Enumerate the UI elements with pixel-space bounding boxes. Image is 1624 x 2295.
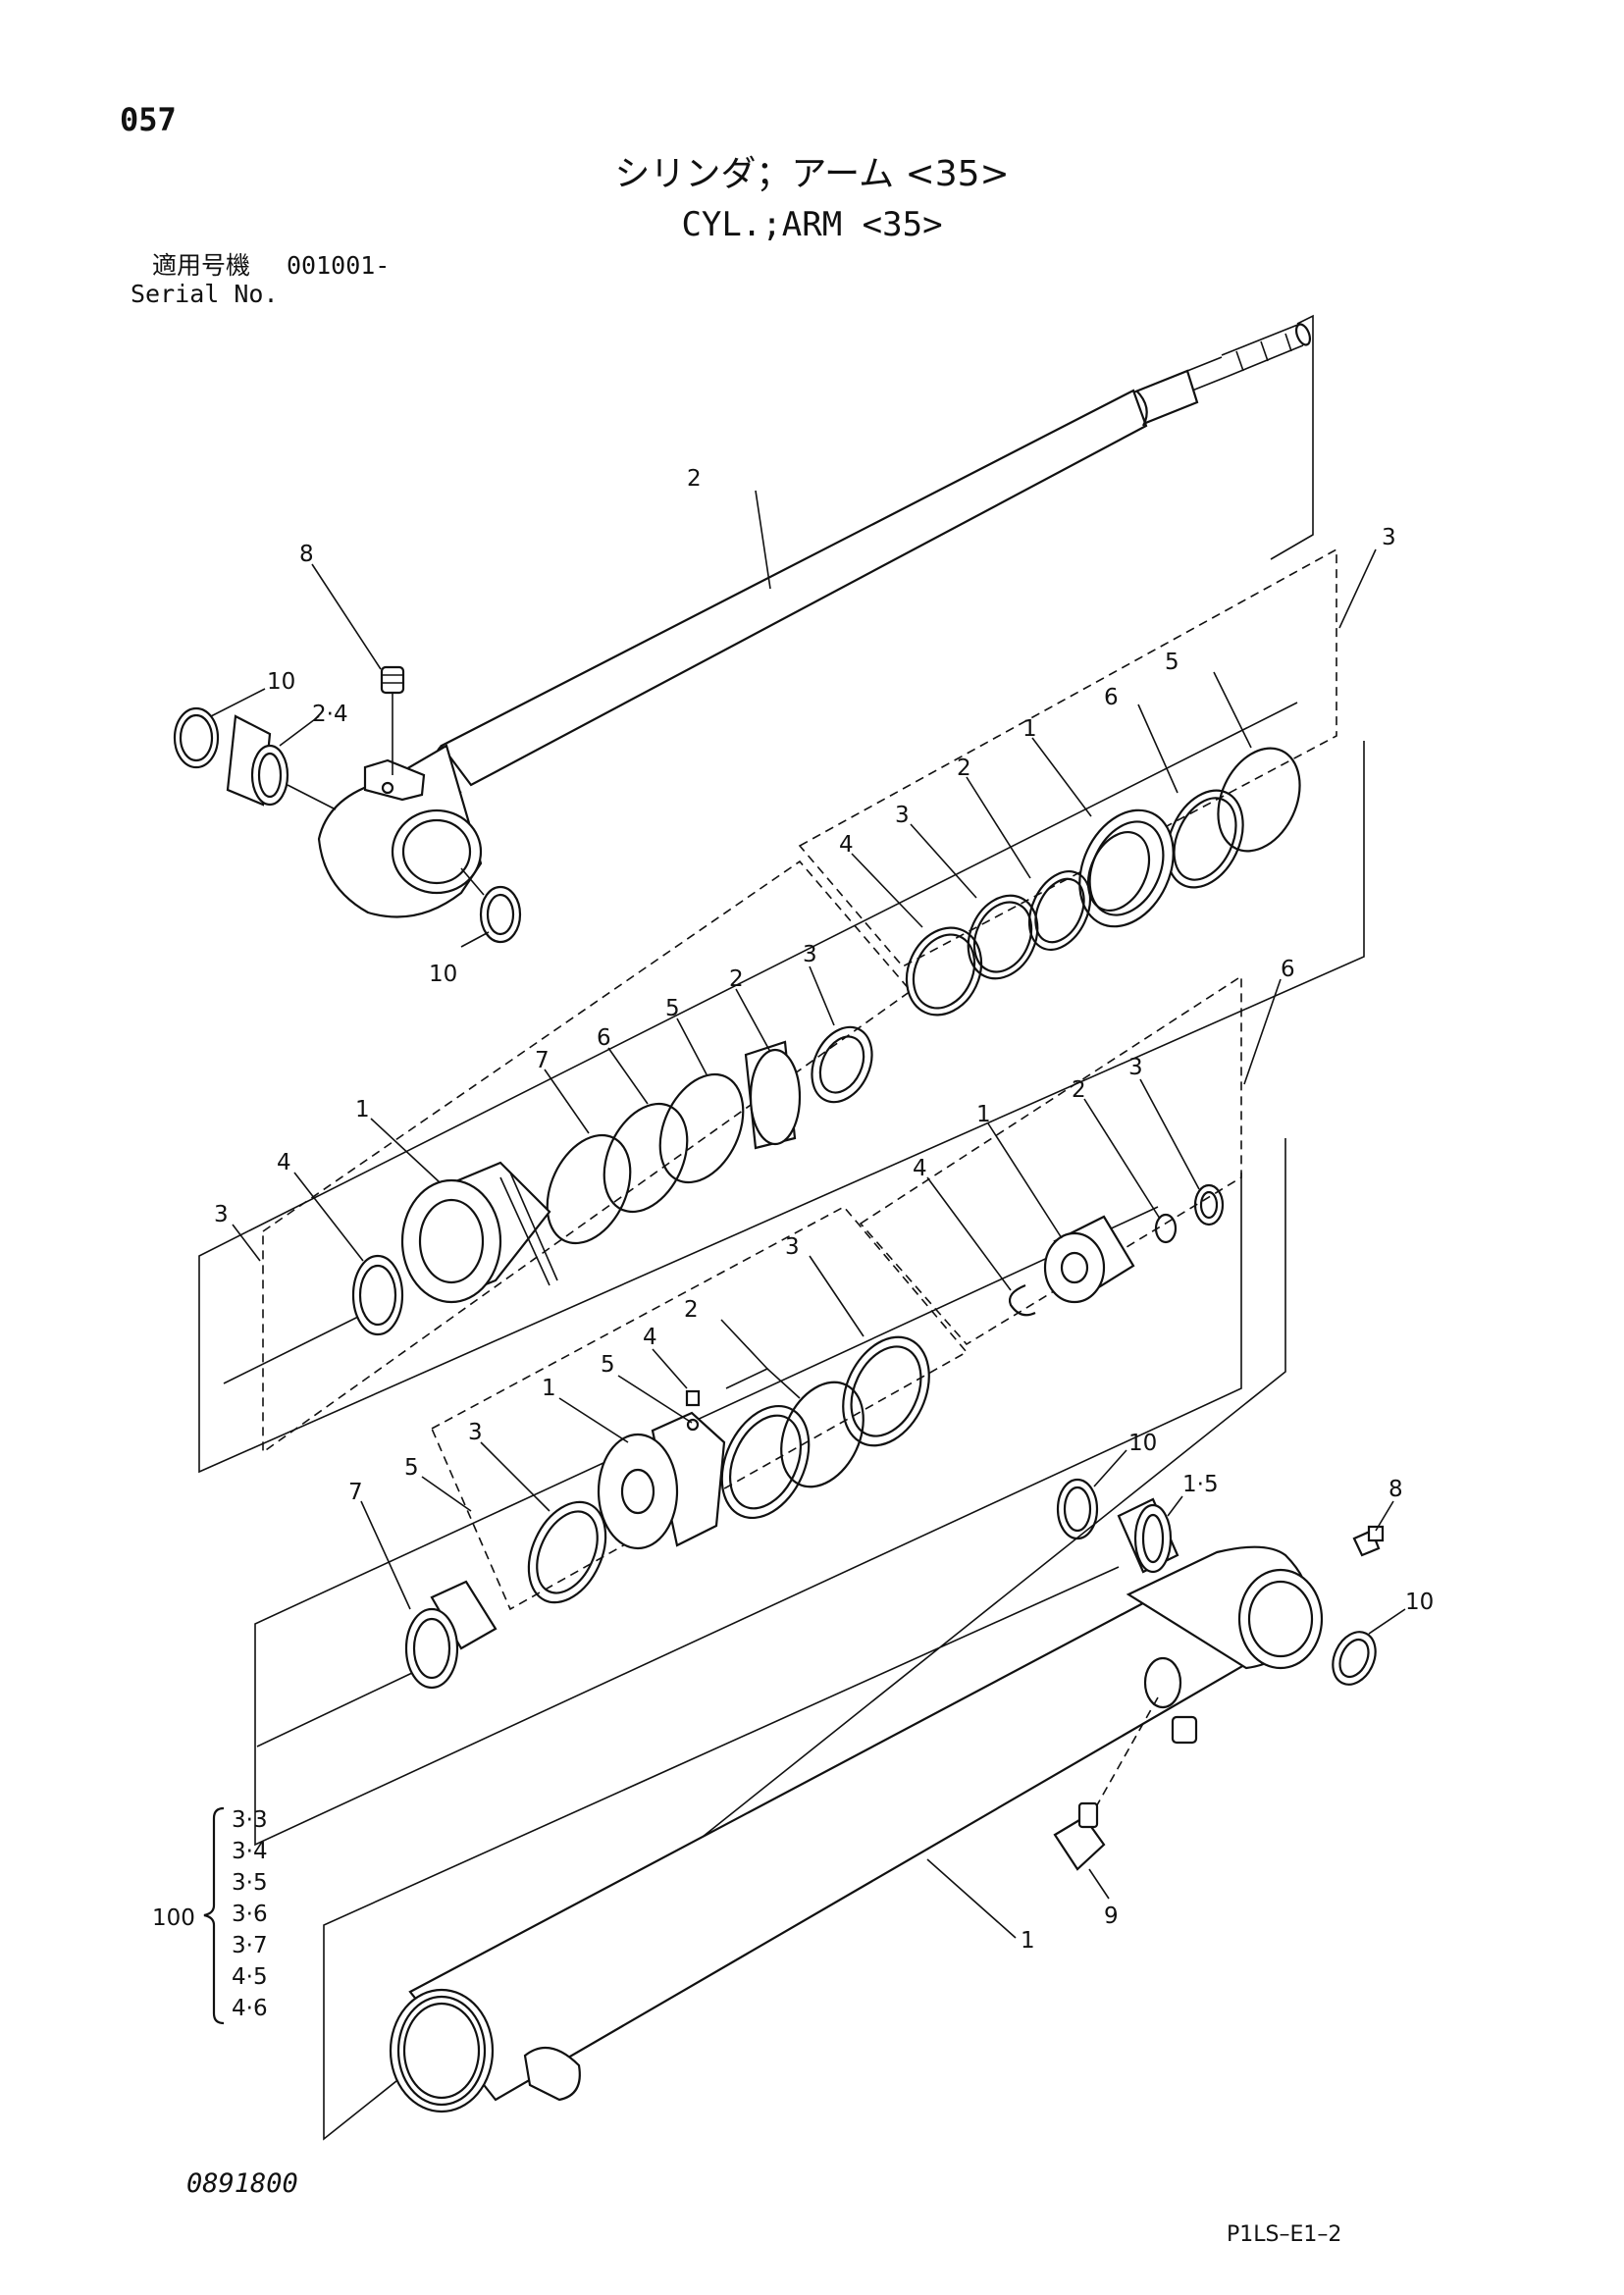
kit-item: 3·6 [232,1902,268,1927]
frame-seal-kit [254,1173,1242,1847]
callout-piston-2: 2 [957,756,971,781]
kit-number: 100 [152,1905,195,1931]
page-title-japanese: シリンダ；アーム <35> [614,154,1010,194]
serial-label-japanese: 適用号機 [152,251,251,280]
callout-rod: 2 [687,466,702,492]
callout-piston-3: 3 [895,803,910,828]
callout-seal-kit-5: 5 [601,1352,615,1378]
callout-piston-4: 4 [839,832,854,858]
callout-seal-kit-1: 1 [542,1376,556,1401]
cushion-components: 3 2 1 4 [913,1055,1225,1317]
frame-head-dashed [262,860,913,1454]
callout-rod-seal-top: 10 [267,669,295,695]
rod-eye [317,744,483,918]
wiper-ring: 7 [256,1480,498,1747]
document-number: 0891800 [186,2168,298,2199]
callout-tube-valve: 9 [1104,1904,1119,1929]
callout-piston-group: 3 [1382,525,1396,550]
callout-tube: 1 [1021,1928,1035,1954]
frame-rod [1270,314,1314,560]
kit-item: 4·5 [232,1964,268,1990]
piston-components: 5 6 1 2 3 4 [839,650,1301,1017]
kit-item: 3·7 [232,1933,268,1958]
kit-item: 3·5 [232,1870,268,1896]
callout-head-3: 3 [803,942,817,967]
serial-number-value: 001001- [287,251,391,280]
rod-seal-bottom: 10 [429,867,522,987]
callout-seal-kit-3: 3 [468,1420,483,1445]
callout-head-7: 7 [535,1048,550,1073]
frame-seal-kit-dashed [430,1205,969,1611]
page-title-english: CYL.;ARM <35> [681,205,943,244]
serial-label-english: Serial No. [131,280,279,308]
frame-tube [323,1138,1286,2141]
callout-cushion-1: 1 [976,1102,991,1127]
rod-grease-fitting: 8 [299,542,405,775]
frame-piston-group [798,548,1337,968]
seal-kit-100-list: 100 3·3 3·4 3·5 3·6 3·7 4·5 4·6 [152,1806,268,2025]
callout-cushion-2: 2 [1072,1077,1086,1103]
callout-head-5: 5 [665,996,680,1021]
cylinder-tube: 9 1 [389,1545,1324,2113]
callout-piston-seal-5: 5 [1165,650,1179,675]
callout-head-1: 1 [355,1097,370,1122]
page-number: 057 [120,101,177,138]
kit-item: 4·6 [232,1996,268,2021]
callout-rod-seal-bottom: 10 [429,962,457,987]
callout-rod-bushing: 2·4 [312,702,348,727]
callout-head-group: 3 [214,1202,229,1227]
callout-seal-kit-3b: 3 [785,1234,800,1260]
frame-cushion-group [859,974,1242,1346]
callout-head-2: 2 [729,966,744,992]
callout-piston-seal-6: 6 [1104,685,1119,710]
rod-bushing: 10 2·4 [173,669,348,810]
callout-wiper-7: 7 [348,1480,363,1505]
seal-kit-components: 3 2 4 5 1 3 [468,1234,930,1604]
figure-code: P1LS–E1–2 [1227,2222,1342,2247]
callout-piston-1: 1 [1022,716,1037,742]
callout-rod-grease-fitting: 8 [299,542,314,567]
callout-seal-kit-group: 5 [404,1455,419,1481]
callout-head-6: 6 [597,1025,611,1051]
callout-cushion-4: 4 [913,1156,927,1181]
head-components: 3 2 5 6 7 1 4 [223,942,873,1384]
callout-tube-seal-top: 10 [1128,1431,1157,1456]
kit-item: 3·4 [232,1839,268,1864]
tube-bushing-seals: 10 1·5 8 10 [1056,1431,1434,1686]
callout-tube-grease-fitting: 8 [1388,1477,1403,1502]
callout-cushion-3: 3 [1128,1055,1143,1080]
callout-tube-bushing: 1·5 [1182,1472,1219,1497]
callout-seal-kit-2: 2 [684,1297,699,1323]
callout-tube-seal-right: 10 [1405,1590,1434,1615]
callout-head-4: 4 [277,1150,291,1175]
frame-head [198,702,1365,1474]
kit-item: 3·3 [232,1807,268,1833]
piston-rod [434,323,1312,794]
callout-cushion-group: 6 [1281,957,1295,982]
callout-seal-kit-4: 4 [643,1325,657,1350]
